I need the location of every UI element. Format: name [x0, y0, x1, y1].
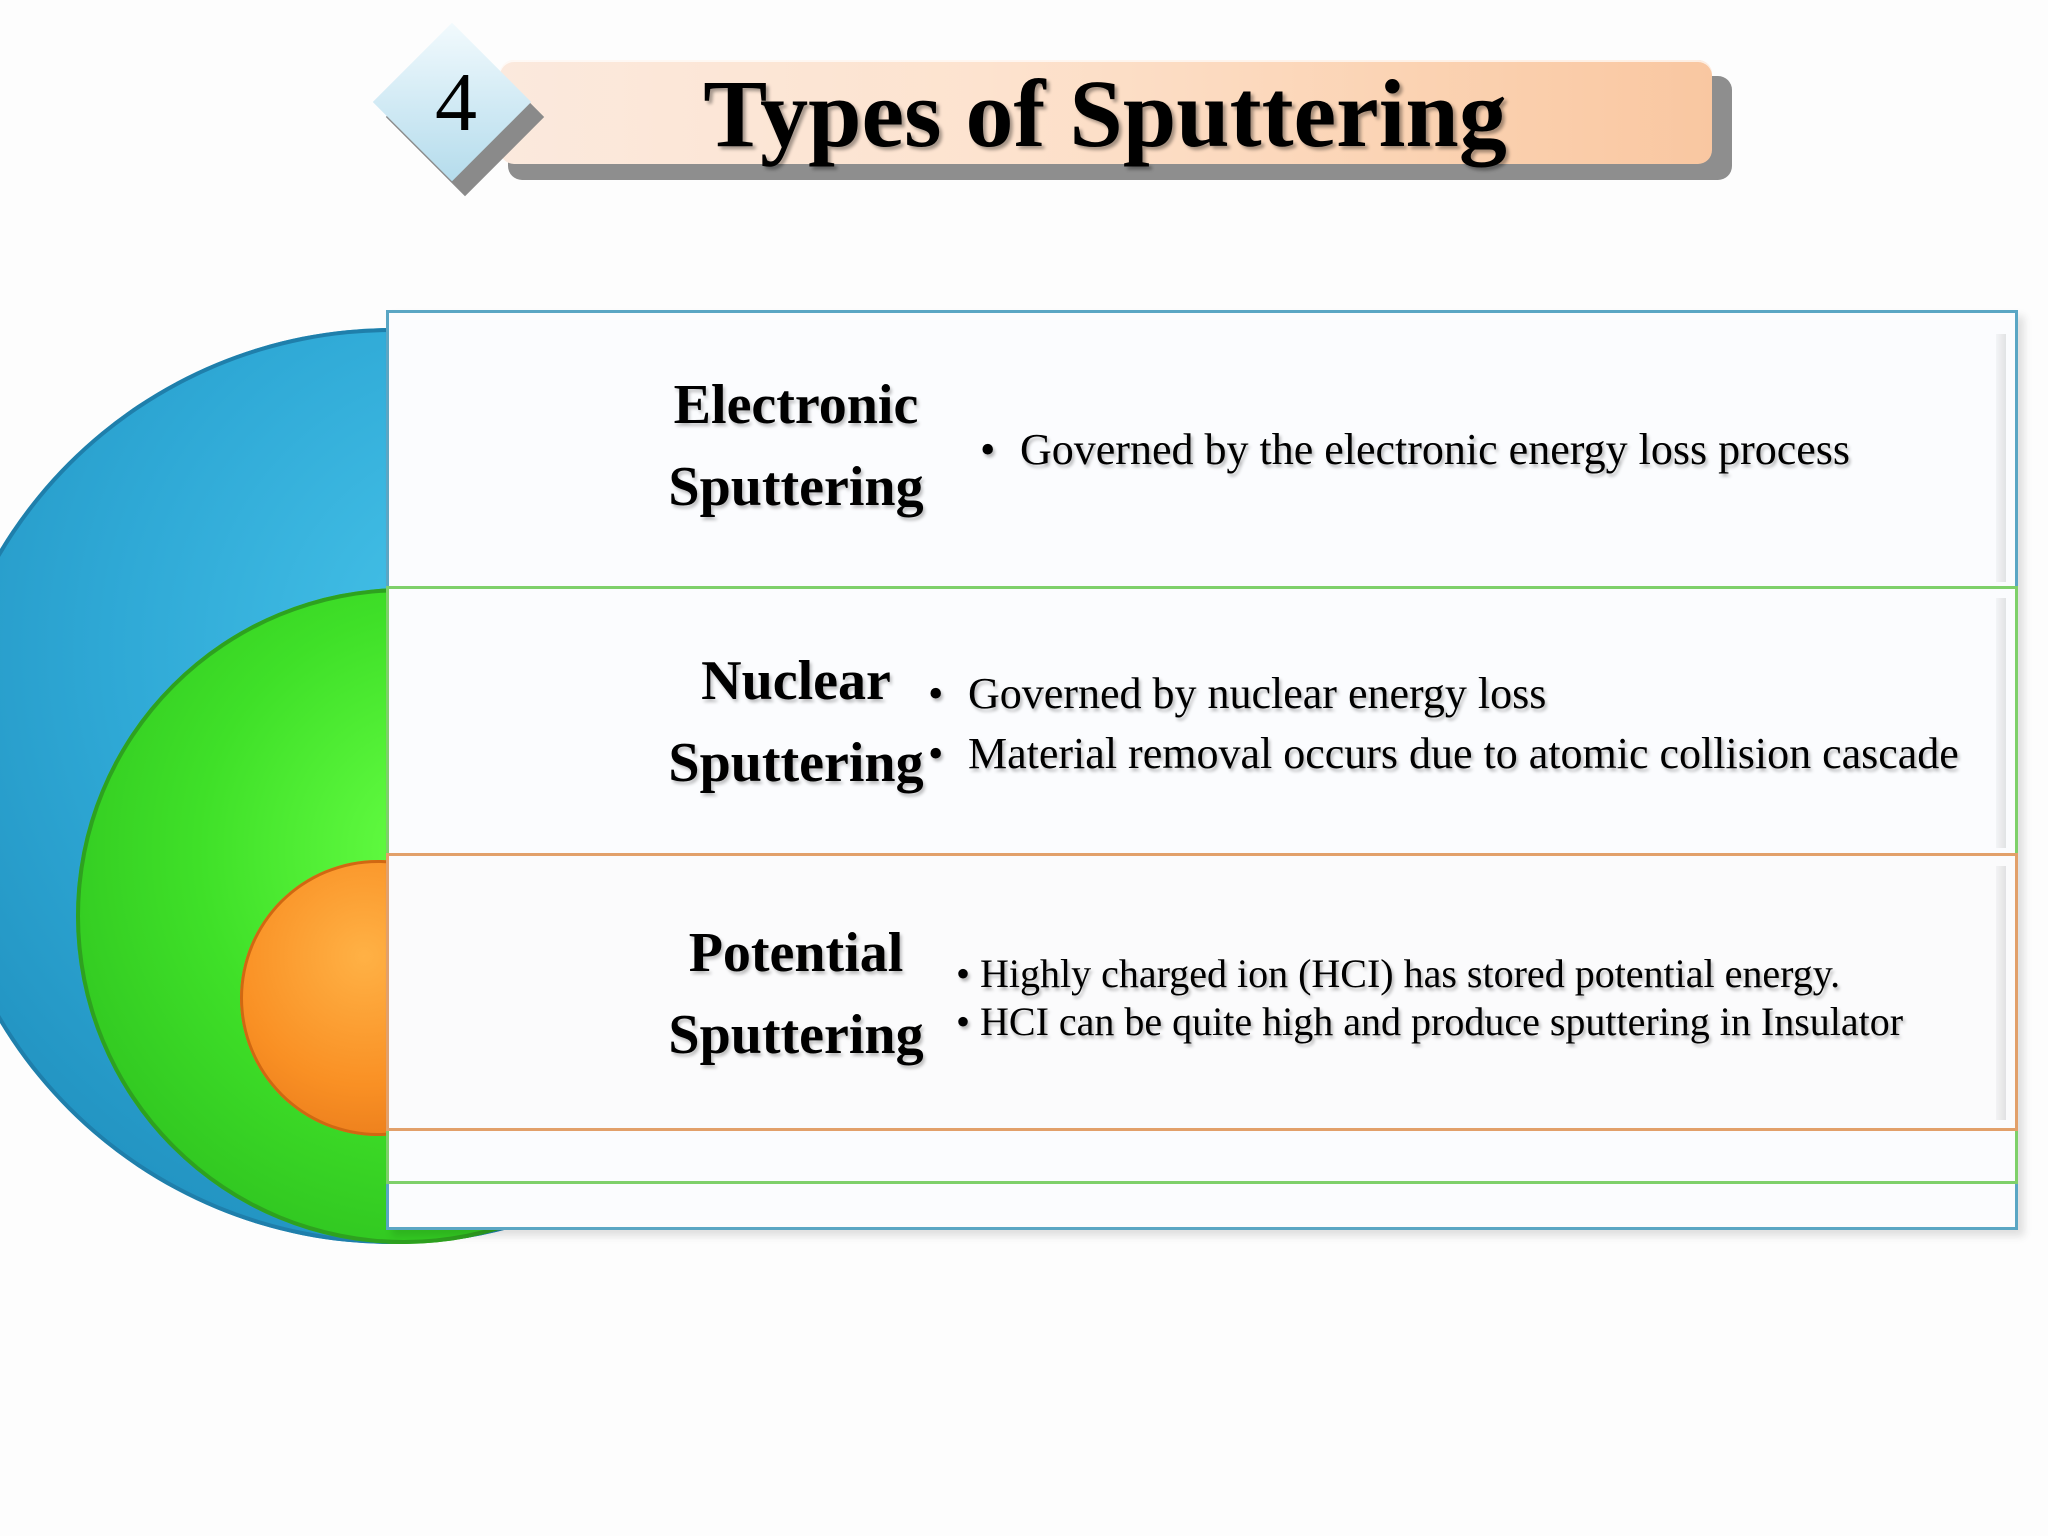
bullet-item: Material removal occurs due to atomic co… [928, 724, 1959, 784]
bullet-item: Governed by the electronic energy loss p… [980, 420, 1850, 480]
potential-bullets: Highly charged ion (HCI) has stored pote… [956, 950, 1903, 1046]
potential-divider [386, 853, 2018, 856]
row-title-line: Sputtering [668, 456, 924, 518]
row-title-line: Electronic [673, 374, 919, 436]
row-title-line: Potential [688, 922, 904, 984]
electronic-bullets: Governed by the electronic energy loss p… [980, 420, 1850, 480]
panel-edge-shading [1996, 598, 2006, 848]
row-title-line: Nuclear [701, 650, 891, 712]
bullet-item: Highly charged ion (HCI) has stored pote… [956, 950, 1903, 998]
electronic-sputtering-title: Electronic Sputtering [636, 364, 956, 528]
slide-number: 4 [435, 56, 477, 149]
row-title-line: Sputtering [668, 732, 924, 794]
nuclear-divider [386, 586, 2018, 589]
panel-edge-shading [1996, 866, 2006, 1120]
potential-sputtering-title: Potential Sputtering [636, 912, 956, 1076]
nuclear-sputtering-title: Nuclear Sputtering [636, 640, 956, 804]
panel-edge-shading [1996, 334, 2006, 582]
nuclear-bullets: Governed by nuclear energy loss Material… [928, 664, 1959, 784]
title-banner [500, 60, 1712, 164]
bullet-item: HCI can be quite high and produce sputte… [956, 998, 1903, 1046]
slide-title: Types of Sputtering [703, 60, 1507, 167]
bullet-item: Governed by nuclear energy loss [928, 664, 1959, 724]
row-title-line: Sputtering [668, 1004, 924, 1066]
